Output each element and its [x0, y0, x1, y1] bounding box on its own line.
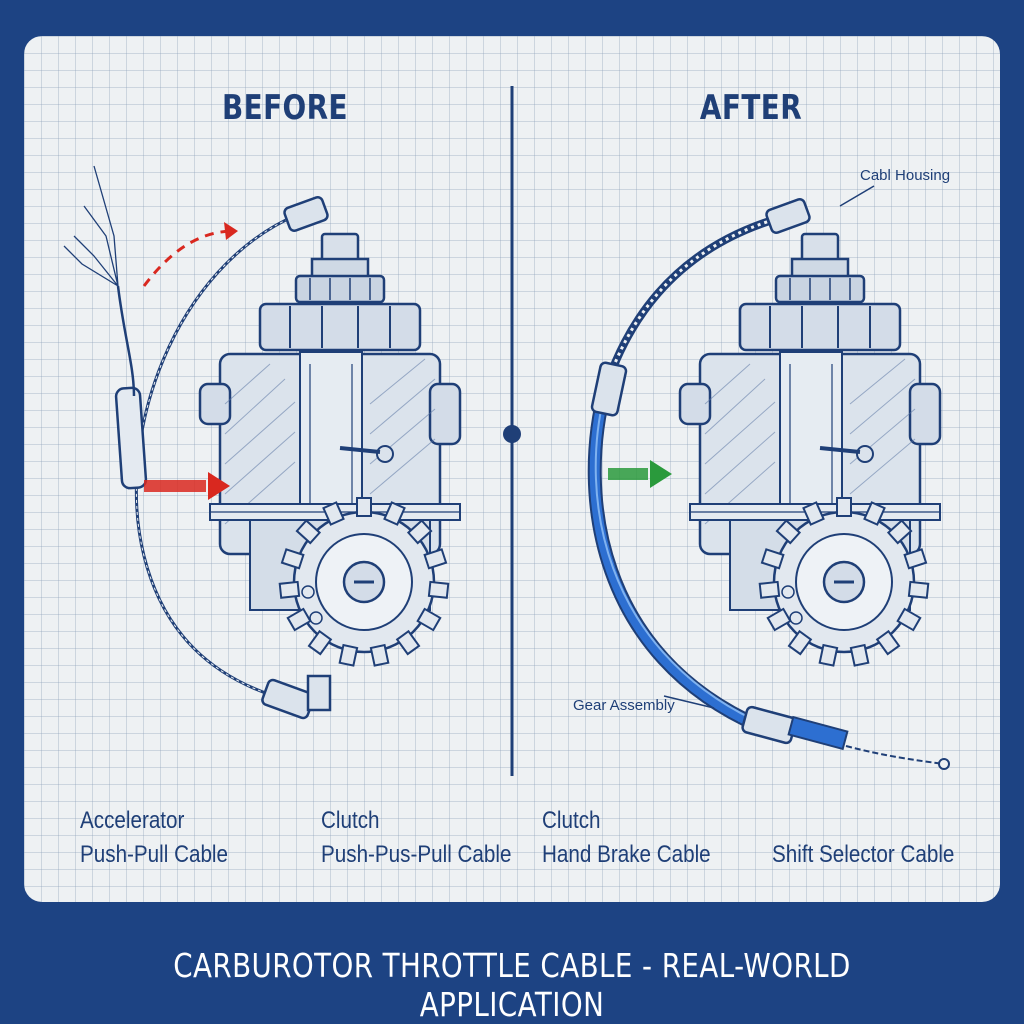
- carburetor-before: [198, 232, 462, 668]
- footer-title: CARBUROTOR THROTTLE CABLE - REAL-WORLD A…: [173, 946, 851, 1024]
- caption-line: [772, 804, 954, 838]
- arrow-icon: [608, 460, 672, 488]
- caption-line: Shift Selector Cable: [772, 841, 955, 868]
- gear-assembly-label: Gear Assembly: [573, 697, 675, 714]
- frayed-cable-before: [63, 165, 332, 720]
- caption-line: Accelerator: [80, 807, 185, 834]
- caption-accelerator: Accelerator Push-Pull Cable: [80, 804, 228, 872]
- caption-clutch-hand-brake: Clutch Hand Brake Cable: [542, 804, 711, 872]
- caption-clutch-push-pull: Clutch Push-Pus-Pull Cable: [321, 804, 511, 872]
- carburetor-after: [678, 232, 942, 668]
- caption-line: Hand Brake Cable: [542, 841, 711, 868]
- caption-line: Push-Pus-Pull Cable: [321, 841, 512, 868]
- divider-dot: [503, 425, 521, 443]
- caption-line: Push-Pull Cable: [80, 841, 229, 868]
- diagram-panel: BEFORE AFTER Cabl Housing Gear Assembly …: [24, 36, 1000, 902]
- new-cable-after: [587, 198, 950, 770]
- before-heading: BEFORE: [221, 88, 349, 128]
- arrow-icon: [142, 222, 238, 500]
- gear-leader: [663, 695, 715, 709]
- cable-housing-label: Cabl Housing: [860, 167, 951, 184]
- diagram-artwork: [63, 86, 950, 776]
- housing-leader: [839, 185, 875, 207]
- caption-line: Clutch: [321, 807, 380, 834]
- caption-line: Clutch: [542, 807, 601, 834]
- after-heading: AFTER: [699, 88, 803, 128]
- caption-shift-selector: Shift Selector Cable: [772, 804, 954, 872]
